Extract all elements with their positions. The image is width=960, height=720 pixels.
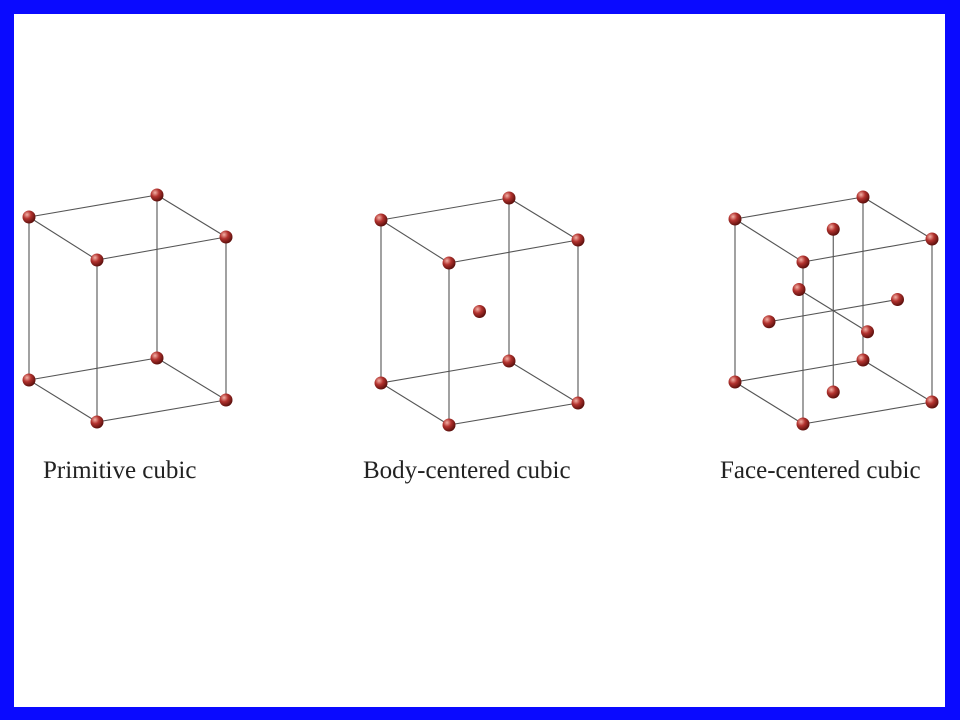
corner-atom: [728, 375, 742, 389]
corner-atom: [22, 373, 36, 387]
corner-atom: [150, 188, 164, 202]
corner-atom: [374, 376, 388, 390]
primitive-cubic-cell: [22, 188, 233, 429]
corner-atom: [442, 418, 456, 432]
cube-edge: [448, 402, 579, 426]
cube-edge: [380, 382, 450, 426]
corner-atom: [442, 256, 456, 270]
face-center-axis: [798, 289, 868, 333]
face-centered-cubic-cell: [728, 190, 939, 431]
corner-atom: [796, 417, 810, 431]
corner-atom: [856, 190, 870, 204]
corner-atom: [219, 393, 233, 407]
cube-edge: [28, 216, 98, 261]
corner-atom: [502, 191, 516, 205]
corner-atom: [925, 232, 939, 246]
corner-atom: [502, 354, 516, 368]
corner-atom: [571, 233, 585, 247]
cube-edge: [96, 399, 227, 423]
primitive-cubic-label: Primitive cubic: [43, 457, 196, 484]
cube-edge: [734, 196, 864, 220]
cube-edge: [508, 197, 579, 241]
cube-edge: [448, 239, 579, 264]
body-centered-cubic-label: Body-centered cubic: [363, 457, 571, 484]
corner-atom: [374, 213, 388, 227]
face-center-atom-bottom: [826, 385, 840, 399]
cube-edge: [862, 359, 933, 403]
face-center-atom-back: [792, 283, 806, 296]
body-center-atom: [473, 305, 486, 318]
cube-edge: [734, 381, 804, 425]
crystal-lattice-diagram: Primitive cubic Body-centered cubic Face…: [22, 188, 939, 484]
cube-edge: [380, 197, 510, 221]
cube-edge: [28, 194, 158, 218]
cube-edge: [380, 360, 510, 384]
cube-edge: [156, 194, 227, 238]
corner-atom: [90, 253, 104, 267]
corner-atom: [90, 415, 104, 429]
cube-edge: [28, 357, 158, 381]
face-center-atom-right: [891, 293, 904, 306]
corner-atom: [219, 230, 233, 244]
corner-atom: [150, 351, 164, 365]
cube-edge: [862, 196, 933, 240]
face-center-atom-top: [826, 222, 840, 236]
corner-atom: [796, 255, 810, 269]
slide-canvas: Primitive cubic Body-centered cubic Face…: [14, 14, 945, 707]
body-centered-cubic-cell: [374, 191, 585, 432]
cube-edge: [734, 359, 864, 383]
corner-atom: [856, 353, 870, 367]
corner-atom: [728, 212, 742, 226]
corner-atom: [925, 395, 939, 409]
cube-edge: [156, 357, 227, 401]
corner-atom: [571, 396, 585, 410]
cube-edge: [734, 218, 804, 263]
face-center-atom-left: [762, 315, 776, 329]
face-centered-cubic-label: Face-centered cubic: [720, 457, 921, 484]
corner-atom: [22, 210, 36, 224]
cube-edge: [802, 401, 933, 425]
face-center-atom-front: [861, 325, 874, 339]
cube-edge: [802, 238, 933, 263]
cube-edge: [508, 360, 579, 404]
cube-edge: [28, 379, 98, 423]
cube-edge: [380, 219, 450, 264]
cube-edge: [96, 236, 227, 261]
